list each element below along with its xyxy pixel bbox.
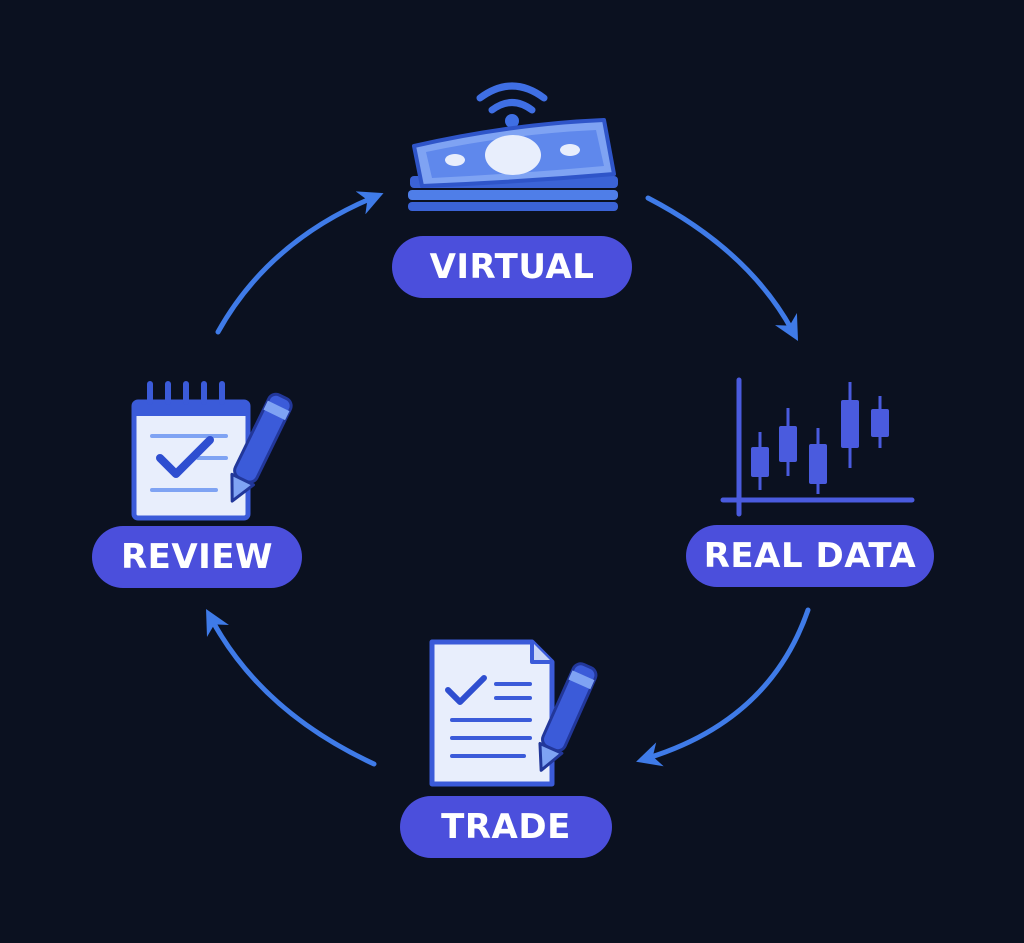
stage-label-real-data: REAL DATA — [703, 536, 917, 576]
arrow-review-to-virtual — [215, 191, 384, 335]
arrow-trade-to-review — [206, 609, 377, 767]
stage-review: REVIEW — [92, 526, 302, 588]
stage-label-trade: TRADE — [441, 807, 571, 847]
stage-trade: TRADE — [400, 796, 612, 858]
stage-real-data: REAL DATA — [686, 525, 934, 587]
arrow-realdata-to-trade — [636, 607, 811, 767]
stage-label-virtual: VIRTUAL — [429, 247, 595, 287]
stage-label-review: REVIEW — [120, 537, 274, 577]
stage-virtual: VIRTUAL — [392, 236, 632, 298]
arrow-virtual-to-realdata — [645, 195, 799, 341]
